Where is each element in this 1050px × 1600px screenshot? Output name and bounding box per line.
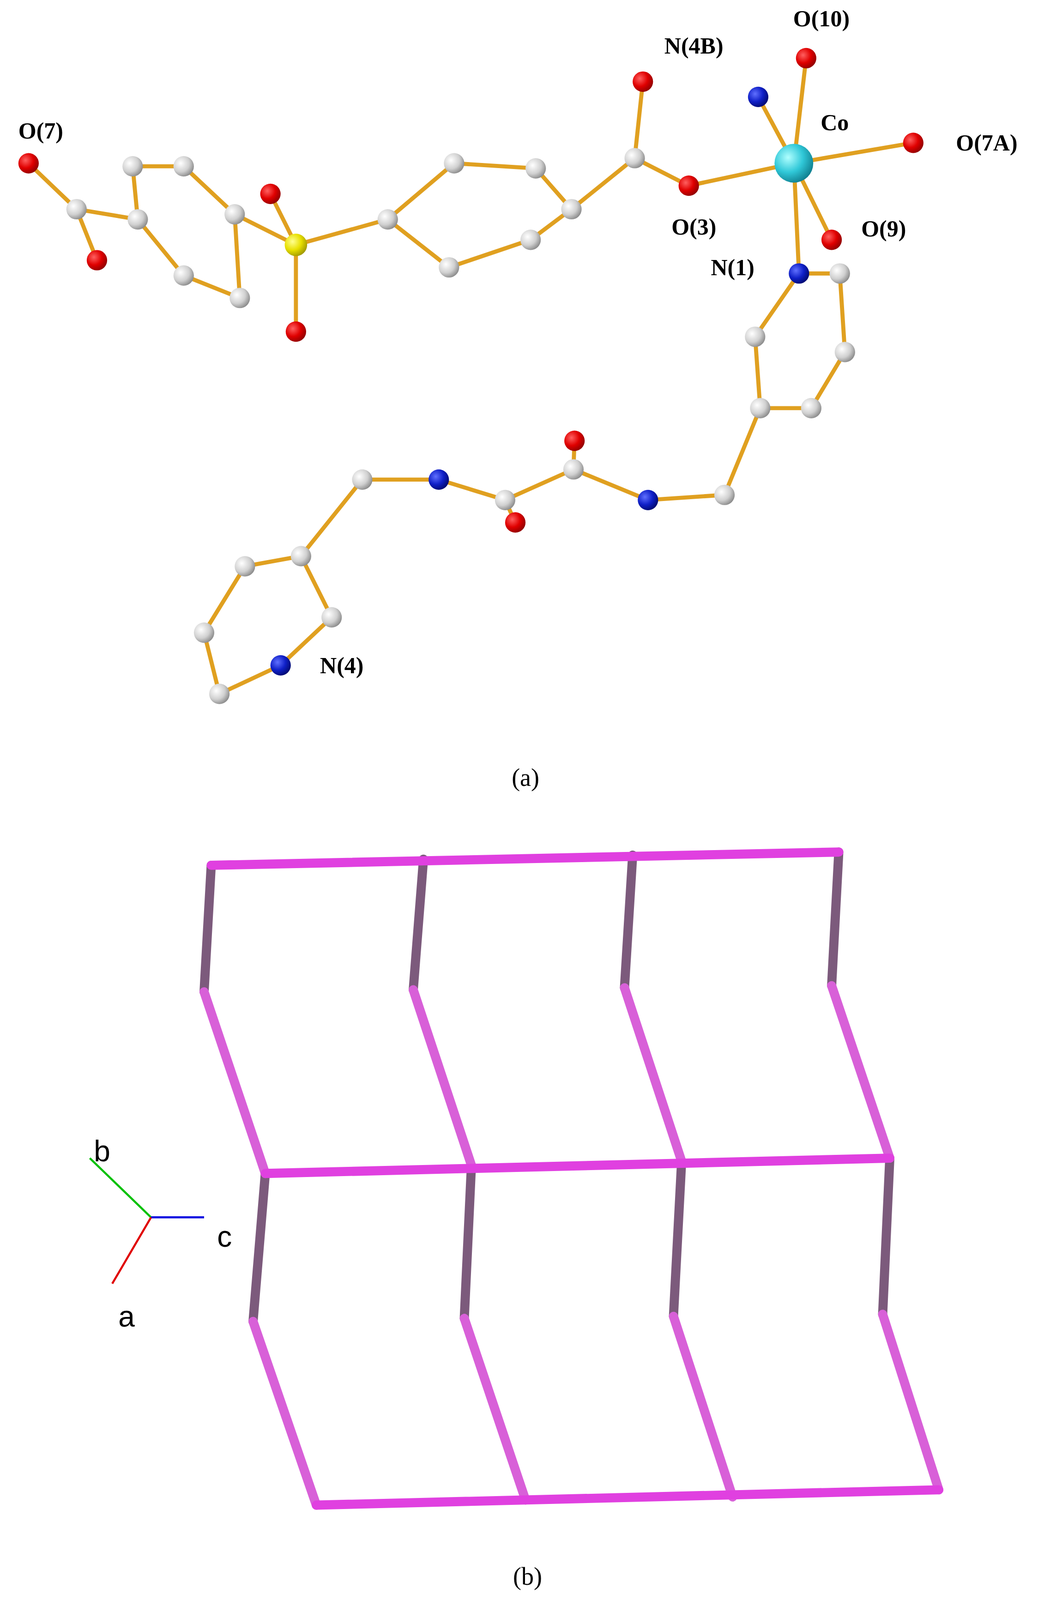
oxygen-atom — [260, 183, 281, 205]
carbon-atom — [127, 209, 148, 230]
carbon-atom — [829, 263, 851, 284]
carbon-atom — [173, 156, 194, 177]
atom-label: O(10) — [793, 6, 850, 31]
nitrogen-atoms — [270, 86, 810, 676]
oxygen-atom — [564, 430, 585, 452]
carbon-atom — [438, 257, 459, 278]
axis-a — [112, 1217, 151, 1284]
axis-c — [150, 1216, 205, 1219]
atom-label: N(1) — [710, 255, 755, 279]
carbon-atom — [66, 199, 87, 220]
panel-label: (b) — [512, 1563, 543, 1589]
oxygen-atom — [903, 132, 924, 153]
carbon-atom — [801, 398, 822, 419]
atom-label: O(9) — [861, 217, 906, 241]
carbon-atom — [229, 287, 250, 308]
sulfur-atom — [284, 233, 308, 257]
carbon-atom — [351, 469, 373, 490]
axis-triad — [89, 1158, 205, 1284]
nitrogen-atom — [270, 655, 291, 676]
panel-label: (a) — [511, 765, 540, 791]
carbon-atom — [290, 545, 312, 567]
atom-label: O(7) — [18, 119, 64, 143]
oxygen-atom — [678, 175, 700, 196]
carbon-atom — [520, 229, 541, 250]
nitrogen-atom — [748, 86, 769, 108]
carbon-atom — [209, 683, 230, 705]
carbon-atom — [525, 158, 546, 179]
nitrogen-atom — [637, 489, 658, 511]
carbon-atom — [377, 209, 399, 230]
carbon-atom — [749, 398, 771, 419]
carbon-atom — [173, 265, 194, 286]
oxygen-atom — [632, 71, 653, 92]
atom-label: N(4) — [319, 653, 364, 677]
axis-label: a — [118, 1301, 135, 1332]
carbon-atom — [714, 484, 735, 506]
oxygen-atom — [86, 249, 108, 271]
carbon-atom — [443, 152, 465, 174]
atom-label: O(3) — [671, 215, 717, 239]
oxygen-atom — [821, 229, 842, 250]
oxygen-atom — [18, 152, 39, 174]
carbon-atom — [563, 458, 584, 480]
nitrogen-atom — [428, 469, 449, 490]
axis-b — [89, 1158, 151, 1218]
carbon-atom — [834, 341, 856, 363]
carbon-atom — [494, 489, 516, 511]
bonds — [28, 58, 914, 694]
carbon-atom — [744, 326, 766, 347]
atom-label: O(7A) — [955, 131, 1018, 155]
carbon-atom — [234, 555, 255, 577]
carbon-atom — [193, 622, 215, 643]
axis-label: b — [93, 1136, 111, 1166]
atom-label: N(4B) — [664, 34, 724, 58]
carbon-atom — [122, 156, 143, 177]
topology-net — [204, 851, 939, 1505]
carbon-atoms — [66, 147, 856, 704]
carbon-atom — [561, 199, 582, 220]
axis-label: c — [217, 1221, 232, 1252]
carbon-atom — [224, 204, 245, 225]
net-vertical-links — [204, 851, 890, 1322]
nitrogen-atom — [788, 263, 809, 284]
bond-set — [28, 58, 914, 694]
carbon-atom — [624, 147, 645, 169]
net-diagonal-links — [204, 985, 939, 1506]
atom-label: Co — [820, 110, 849, 134]
carbon-atom — [321, 607, 342, 628]
oxygen-atoms — [18, 48, 924, 533]
net-horizontal-links — [211, 851, 939, 1505]
oxygen-atom — [505, 512, 526, 533]
oxygen-atom — [796, 48, 817, 69]
cobalt-atom — [774, 144, 814, 183]
oxygen-atom — [285, 321, 307, 342]
